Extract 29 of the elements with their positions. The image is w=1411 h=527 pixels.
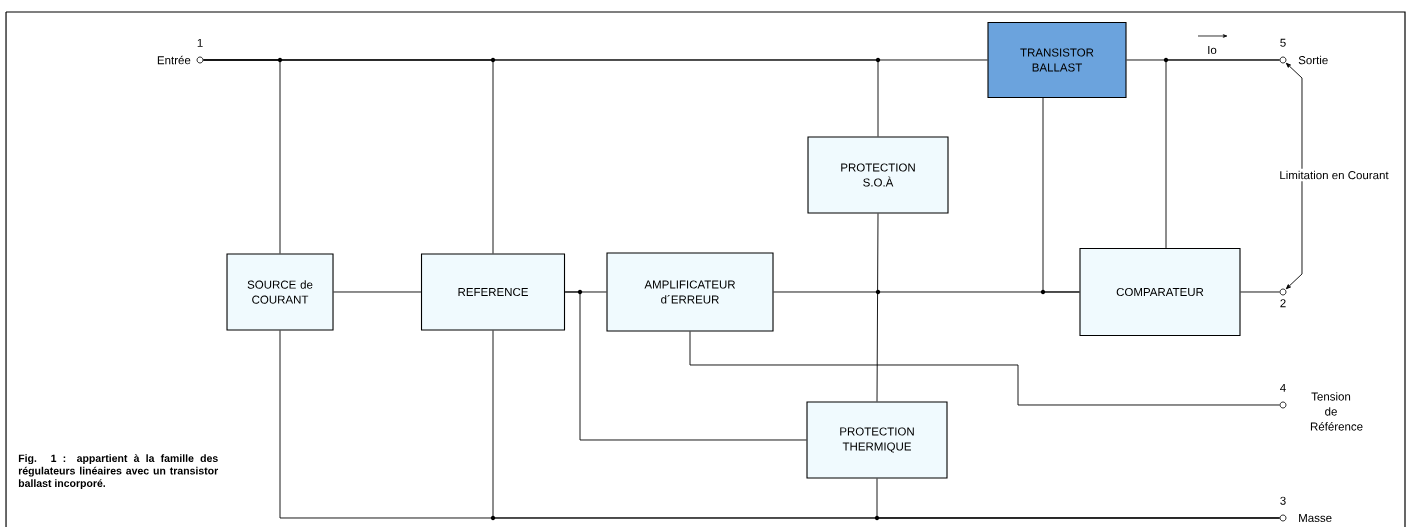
- block-box: SOURCE de COURANT: [226, 253, 334, 331]
- wire: [1042, 97, 1080, 293]
- block-box: REFERENCE: [420, 253, 566, 331]
- terminal-label: Masse: [1299, 514, 1332, 522]
- wire: [876, 213, 879, 402]
- wire: [1165, 59, 1281, 249]
- pin-number: 1: [197, 38, 203, 47]
- current-label: Io: [1208, 46, 1217, 54]
- edge-label: Limitation en Courant: [1277, 168, 1391, 182]
- block-box: TRANSISTOR BALLAST: [987, 21, 1127, 99]
- figure-caption: Fig. 1 : appartient à la famille des régulateurs linéaires avec un transistor ballast incorporé.: [18, 454, 219, 490]
- pin-number: 4: [1280, 383, 1286, 392]
- wire: [1240, 291, 1281, 293]
- terminal-label: Sortie: [1298, 55, 1328, 65]
- wire: [876, 478, 1281, 519]
- terminal-label: Tension de Référence: [1310, 392, 1363, 431]
- wire: [333, 291, 422, 293]
- pin-number: 5: [1280, 38, 1286, 47]
- wire: [689, 331, 1281, 406]
- terminal-label: Entrée: [157, 55, 191, 65]
- block-box: AMPLIFICATEUR d´ERREUR: [606, 252, 774, 332]
- double-arrow: [1285, 62, 1303, 290]
- block-box: PROTECTION S.O.À: [807, 136, 949, 214]
- wire: [202, 59, 988, 61]
- block-box: COMPARATEUR: [1079, 247, 1241, 337]
- wire: [564, 291, 807, 441]
- block-box: PROTECTION THERMIQUE: [806, 401, 948, 479]
- pin-number: 3: [1280, 496, 1286, 505]
- pin-number: 2: [1280, 299, 1286, 308]
